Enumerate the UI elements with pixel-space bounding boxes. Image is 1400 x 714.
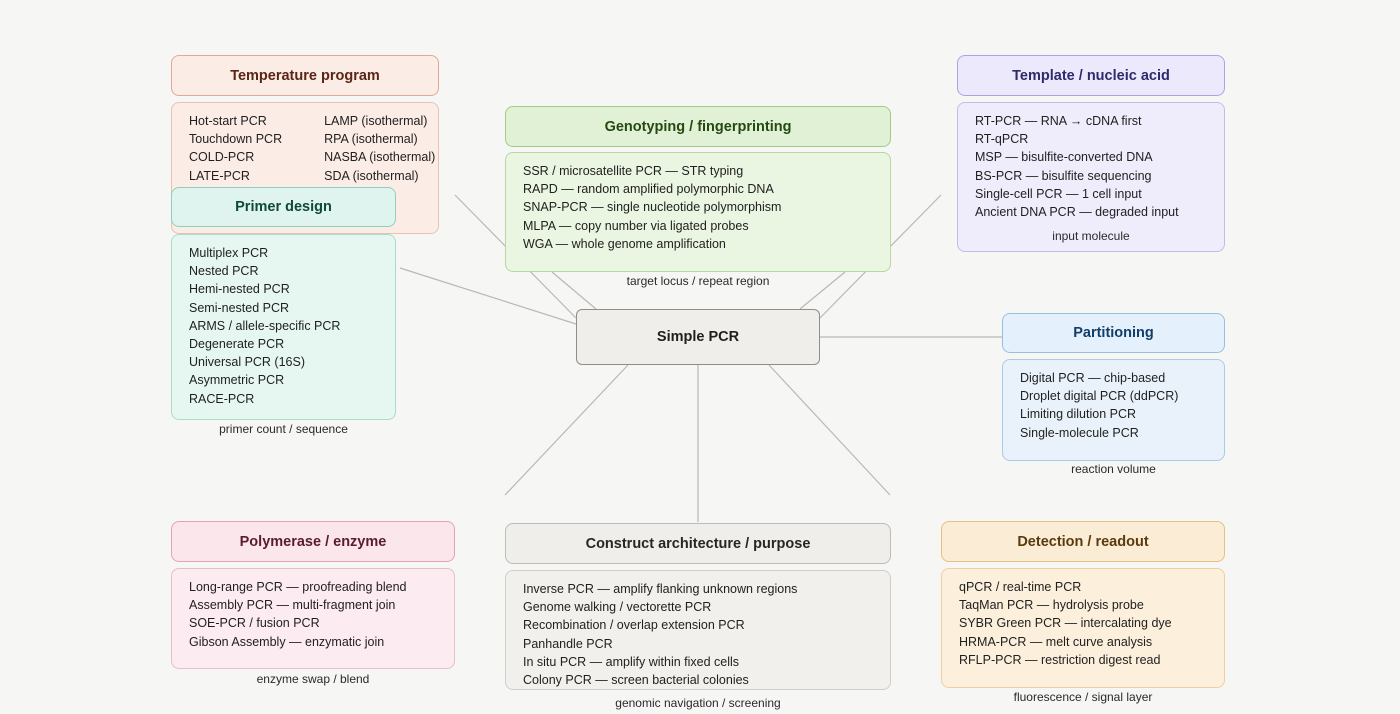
list-item: Touchdown PCR: [189, 132, 283, 147]
genotyping-box: SSR / microsatellite PCR — STR typing RA…: [505, 152, 891, 272]
list-item: Universal PCR (16S): [189, 355, 306, 370]
polymerase-caption: enzyme swap / blend: [256, 672, 370, 686]
polymerase-box: Long-range PCR — proofreading blend Asse…: [171, 568, 455, 669]
connector-genotyping-right: [799, 271, 846, 310]
construct-header: Construct architecture / purpose: [505, 523, 891, 564]
connector-polymerase: [504, 364, 629, 496]
primer-design-header: Primer design: [171, 187, 396, 227]
list-item: Gibson Assembly — enzymatic join: [189, 634, 385, 649]
genotyping-title: Genotyping / fingerprinting: [604, 118, 792, 135]
primer-design-box: Multiplex PCR Nested PCR Hemi-nested PCR…: [171, 234, 396, 420]
list-item: Ancient DNA PCR — degraded input: [975, 205, 1179, 220]
genotyping-caption: target locus / repeat region: [626, 274, 770, 288]
partitioning-box: Digital PCR — chip-based Droplet digital…: [1002, 359, 1225, 461]
list-item: RFLP-PCR — restriction digest read: [959, 652, 1161, 667]
list-item: MSP — bisulfite-converted DNA: [975, 150, 1153, 165]
temperature-col-1: Hot-start PCR Touchdown PCR COLD-PCR LAT…: [189, 112, 282, 185]
list-item: Assembly PCR — multi-fragment join: [189, 598, 396, 613]
detection-caption: fluorescence / signal layer: [1013, 690, 1153, 704]
list-item: WGA — whole genome amplification: [523, 236, 726, 251]
construct-title: Construct architecture / purpose: [585, 535, 811, 552]
list-item: Long-range PCR — proofreading blend: [189, 580, 407, 594]
list-item: COLD-PCR: [189, 150, 255, 165]
list-item: qPCR / real-time PCR: [959, 580, 1082, 594]
primer-design-title: Primer design: [235, 199, 332, 215]
list-item: Digital PCR — chip-based: [1020, 371, 1166, 385]
list-item: BS-PCR — bisulfite sequencing: [975, 168, 1152, 183]
list-item: Inverse PCR — amplify flanking unknown r…: [523, 582, 798, 596]
template-title: Template / nucleic acid: [1012, 67, 1170, 84]
list-item: MLPA — copy number via ligated probes: [523, 218, 749, 233]
partitioning-header: Partitioning: [1002, 313, 1225, 353]
connector-genotyping-left: [551, 271, 597, 310]
list-item: NASBA (isothermal): [324, 150, 436, 165]
list-item: In situ PCR — amplify within fixed cells: [523, 654, 740, 669]
partitioning-caption: reaction volume: [1071, 462, 1156, 476]
simple-pcr-label: Simple PCR: [656, 329, 740, 345]
partitioning-title: Partitioning: [1073, 325, 1154, 341]
genotyping-header: Genotyping / fingerprinting: [505, 106, 891, 147]
list-item: Degenerate PCR: [189, 337, 285, 352]
list-item: ARMS / allele-specific PCR: [189, 318, 341, 333]
primer-design-caption: primer count / sequence: [219, 422, 348, 436]
construct-caption: genomic navigation / screening: [615, 696, 781, 710]
polymerase-header: Polymerase / enzyme: [171, 521, 455, 562]
list-item: Multiplex PCR: [189, 246, 269, 260]
polymerase-title: Polymerase / enzyme: [239, 533, 387, 550]
list-item: LATE-PCR: [189, 168, 250, 183]
list-item: RT-PCR — RNA → cDNA first: [975, 114, 1142, 128]
connector-detection: [768, 364, 891, 496]
list-item: SSR / microsatellite PCR — STR typing: [523, 164, 744, 178]
list-item: SNAP-PCR — single nucleotide polymorphis…: [523, 200, 782, 215]
detection-header: Detection / readout: [941, 521, 1225, 562]
list-item: RPA (isothermal): [324, 132, 418, 147]
temperature-program-header: Temperature program: [171, 55, 439, 96]
list-item: Asymmetric PCR: [189, 373, 285, 388]
detection-title: Detection / readout: [1017, 533, 1149, 550]
connector-primer: [399, 267, 577, 325]
list-item: Droplet digital PCR (ddPCR): [1020, 389, 1179, 404]
list-item: Hot-start PCR: [189, 114, 267, 128]
temperature-program-title: Temperature program: [230, 67, 380, 84]
list-item: Genome walking / vectorette PCR: [523, 600, 712, 615]
list-item: Single-molecule PCR: [1020, 425, 1139, 440]
list-item: SDA (isothermal): [324, 168, 419, 183]
list-item: Single-cell PCR — 1 cell input: [975, 186, 1142, 201]
template-header: Template / nucleic acid: [957, 55, 1225, 96]
list-item: Semi-nested PCR: [189, 300, 290, 315]
list-item: Panhandle PCR: [523, 636, 613, 651]
list-item: LAMP (isothermal): [324, 114, 428, 128]
list-item: HRMA-PCR — melt curve analysis: [959, 634, 1153, 649]
list-item: Recombination / overlap extension PCR: [523, 618, 745, 633]
list-item: Hemi-nested PCR: [189, 282, 290, 297]
list-item: SOE-PCR / fusion PCR: [189, 616, 320, 631]
list-item: RT-qPCR: [975, 132, 1029, 147]
list-item: RAPD — random amplified polymorphic DNA: [523, 182, 774, 197]
list-item: Limiting dilution PCR: [1020, 407, 1137, 422]
detection-box: qPCR / real-time PCR TaqMan PCR — hydrol…: [941, 568, 1225, 688]
template-box: RT-PCR — RNA → cDNA first RT-qPCR MSP — …: [957, 102, 1225, 252]
list-item: TaqMan PCR — hydrolysis probe: [959, 598, 1144, 613]
construct-box: Inverse PCR — amplify flanking unknown r…: [505, 570, 891, 690]
temperature-col-2: LAMP (isothermal) RPA (isothermal) NASBA…: [324, 112, 435, 185]
list-item: SYBR Green PCR — intercalating dye: [959, 616, 1172, 631]
list-item: RACE-PCR: [189, 391, 255, 406]
template-caption: input molecule: [1052, 229, 1130, 243]
list-item: Nested PCR: [189, 264, 259, 279]
list-item: Colony PCR — screen bacterial colonies: [523, 673, 749, 688]
simple-pcr-node: Simple PCR: [576, 309, 820, 365]
